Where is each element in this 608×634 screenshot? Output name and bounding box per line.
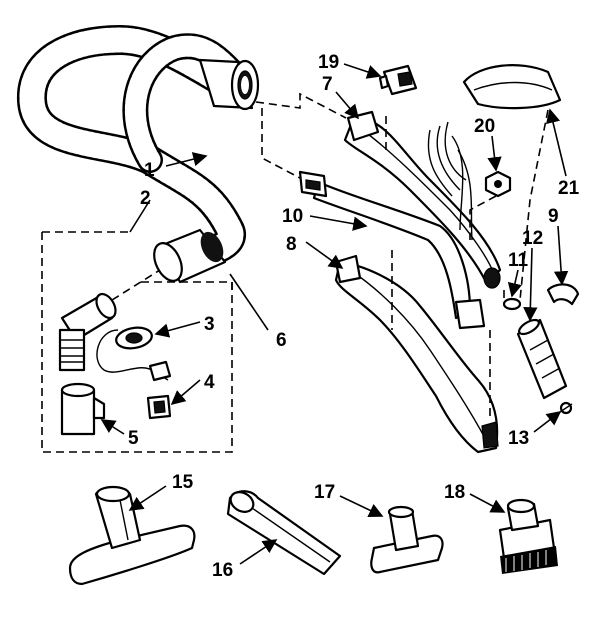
callout-9: 9 [548, 206, 559, 227]
wand-tube-part-10 [298, 170, 486, 330]
callout-10: 10 [282, 206, 303, 227]
washer-part-11 [502, 297, 522, 311]
callout-2: 2 [140, 188, 151, 209]
callout-16: 16 [212, 560, 233, 581]
pin-part-13 [559, 401, 573, 415]
assembly-guides [255, 92, 549, 420]
callout-13: 13 [508, 428, 529, 449]
hose-body-inner [19, 27, 253, 271]
collar-part-5 [60, 382, 106, 436]
upholstery-tool-part-17 [370, 505, 444, 574]
hose-assembly [17, 24, 260, 284]
callout-11: 11 [508, 250, 529, 271]
wiring [427, 121, 473, 241]
clip-part-4 [146, 394, 172, 420]
clip-part-9 [546, 283, 580, 306]
dusting-brush-part-18 [498, 498, 558, 574]
callout-6: 6 [276, 330, 287, 351]
callout-labels: 1 2 3 4 5 6 7 8 9 10 11 12 13 15 16 17 1… [128, 52, 580, 581]
switch-part-19 [378, 64, 418, 96]
cap-part-21 [462, 64, 562, 110]
callout-4: 4 [204, 372, 215, 393]
callout-17: 17 [314, 482, 335, 503]
callout-21: 21 [558, 178, 580, 199]
floor-tool-part-15 [68, 485, 196, 586]
callout-7: 7 [322, 74, 333, 95]
callout-5: 5 [128, 428, 139, 449]
hose-lower-cuff [153, 228, 227, 284]
callout-12: 12 [522, 228, 543, 249]
callout-leaders [100, 63, 569, 565]
callout-3: 3 [204, 314, 215, 335]
callout-8: 8 [286, 234, 297, 255]
callout-19: 19 [318, 52, 339, 73]
callout-18: 18 [444, 482, 465, 503]
assembly-box-2 [41, 231, 233, 453]
nut-part-20 [484, 170, 512, 198]
callout-20: 20 [474, 116, 495, 137]
callout-1: 1 [144, 160, 155, 181]
handle-shell-part-8 [334, 254, 499, 454]
swivel-end-piece [58, 269, 161, 372]
callout-15: 15 [172, 472, 194, 493]
hose-upper-cuff [198, 58, 260, 111]
spring-tube-part-12 [516, 318, 568, 400]
crevice-tool-part-16 [226, 490, 342, 576]
cord-part-3 [96, 326, 172, 382]
